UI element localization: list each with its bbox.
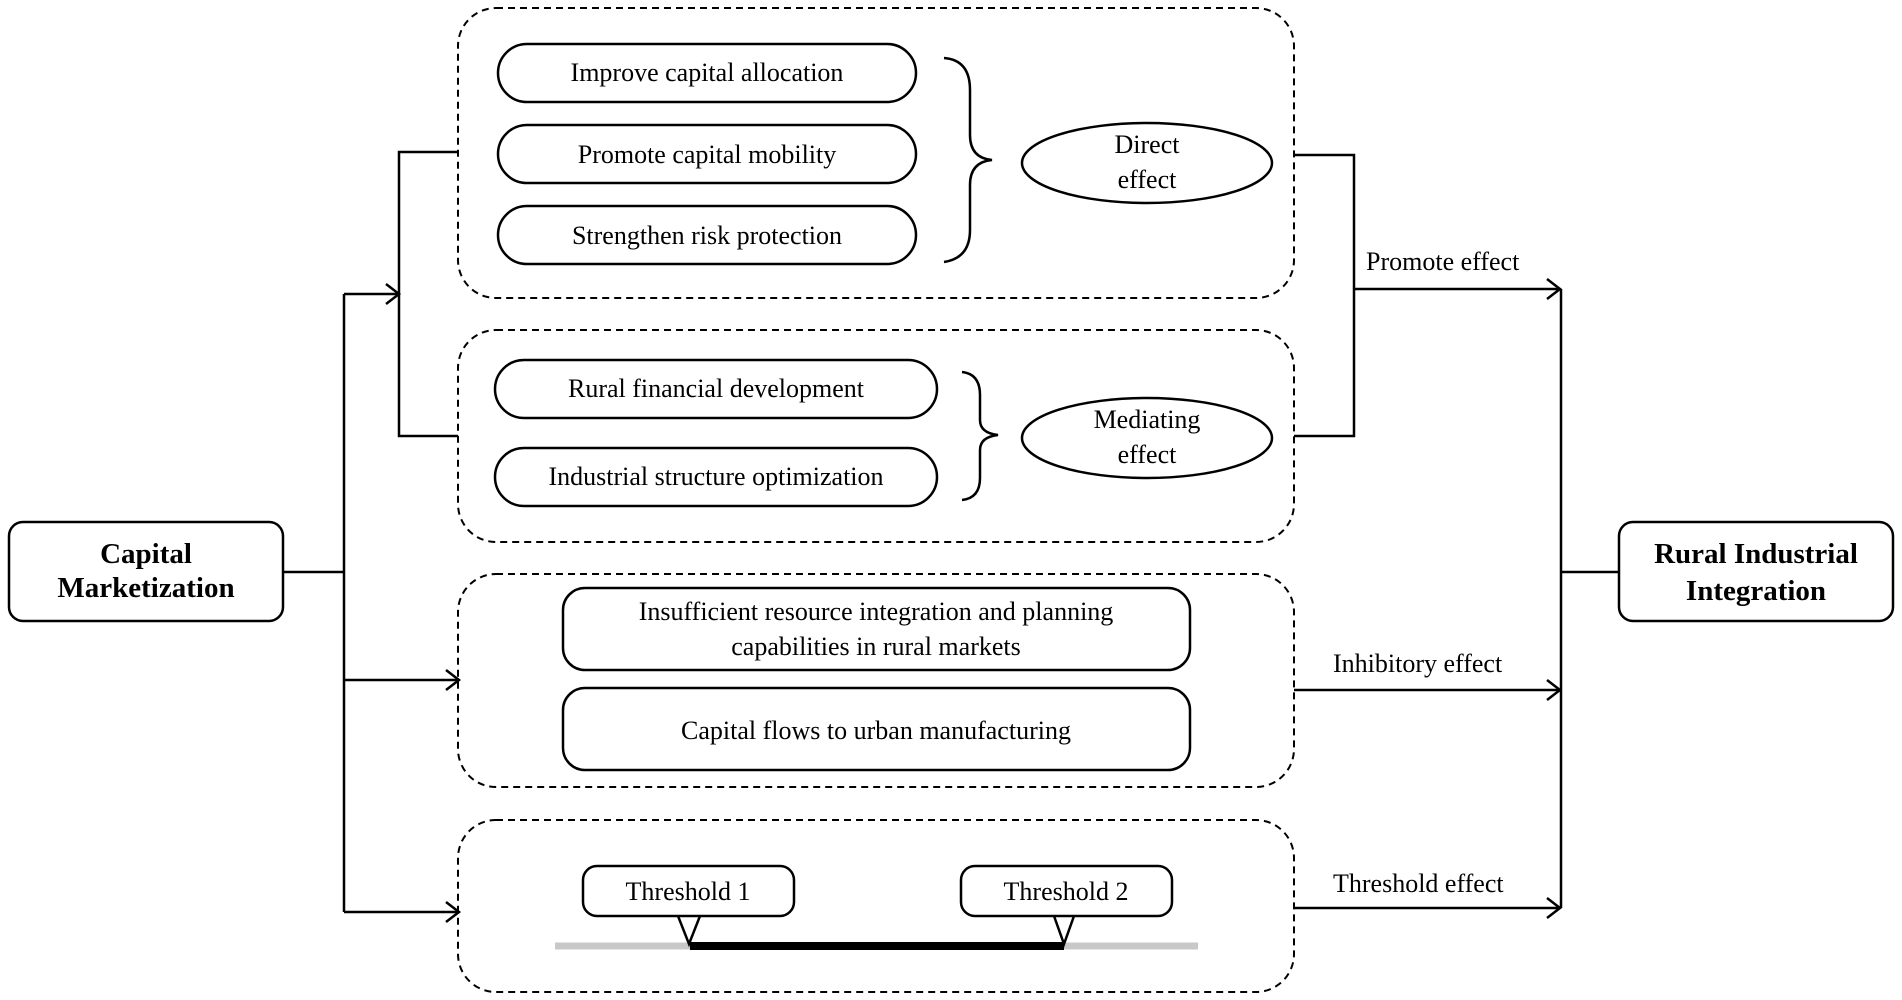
- mediating-effect-line2: effect: [1118, 440, 1177, 469]
- target-node-line2: Integration: [1686, 575, 1826, 607]
- direct-item-2-label: Promote capital mobility: [578, 140, 837, 169]
- threshold-effect-group: Threshold 1 Threshold 2: [457, 819, 1295, 993]
- mediating-item-1: Rural financial development: [493, 358, 939, 420]
- inhibitory-item-2: Capital flows to urban manufacturing: [561, 686, 1192, 772]
- rural-industrial-integration-node: Rural Industrial Integration: [1617, 520, 1895, 623]
- direct-item-3: Strengthen risk protection: [496, 204, 918, 266]
- mediating-brace: [961, 370, 999, 502]
- promote-effect-label: Promote effect: [1366, 247, 1520, 276]
- source-node-line1: Capital: [100, 538, 192, 570]
- threshold-2-marker: [1052, 915, 1076, 948]
- inhibitory-item-1-line2: capabilities in rural markets: [731, 632, 1021, 661]
- source-node-line2: Marketization: [57, 572, 234, 604]
- direct-item-3-label: Strengthen risk protection: [572, 221, 842, 250]
- inhibitory-item-2-label: Capital flows to urban manufacturing: [681, 716, 1071, 745]
- mediating-effect-group: Rural financial development Industrial s…: [457, 329, 1295, 543]
- direct-effect-group: Improve capital allocation Promote capit…: [457, 7, 1295, 299]
- capital-marketization-node: Capital Marketization: [7, 520, 285, 623]
- direct-effect-line1: Direct: [1115, 130, 1181, 159]
- direct-item-1-label: Improve capital allocation: [571, 58, 844, 87]
- left-connectors: [283, 150, 462, 923]
- threshold-effect-label: Threshold effect: [1333, 869, 1504, 898]
- direct-effect-ellipse: Direct effect: [1020, 121, 1274, 205]
- mediating-effect-line1: Mediating: [1094, 405, 1201, 434]
- direct-brace: [943, 56, 993, 264]
- threshold-2-box: Threshold 2: [959, 864, 1174, 918]
- mediating-item-2: Industrial structure optimization: [493, 446, 939, 508]
- inhibitory-item-1-line1: Insufficient resource integration and pl…: [639, 597, 1114, 626]
- direct-item-2: Promote capital mobility: [496, 123, 918, 185]
- mediating-effect-ellipse: Mediating effect: [1020, 396, 1274, 480]
- right-connectors: [1294, 153, 1619, 919]
- threshold-2-label: Threshold 2: [1004, 877, 1129, 906]
- threshold-1-label: Threshold 1: [626, 877, 751, 906]
- threshold-1-marker: [676, 915, 702, 948]
- direct-item-1: Improve capital allocation: [496, 42, 918, 104]
- inhibitory-effect-group: Insufficient resource integration and pl…: [457, 573, 1295, 788]
- direct-effect-line2: effect: [1118, 165, 1177, 194]
- threshold-1-box: Threshold 1: [581, 864, 796, 918]
- inhibitory-item-1: Insufficient resource integration and pl…: [561, 586, 1192, 672]
- inhibitory-effect-label: Inhibitory effect: [1333, 649, 1503, 678]
- target-node-line1: Rural Industrial: [1654, 538, 1858, 570]
- mediating-item-1-label: Rural financial development: [568, 374, 865, 403]
- mediating-item-2-label: Industrial structure optimization: [548, 462, 883, 491]
